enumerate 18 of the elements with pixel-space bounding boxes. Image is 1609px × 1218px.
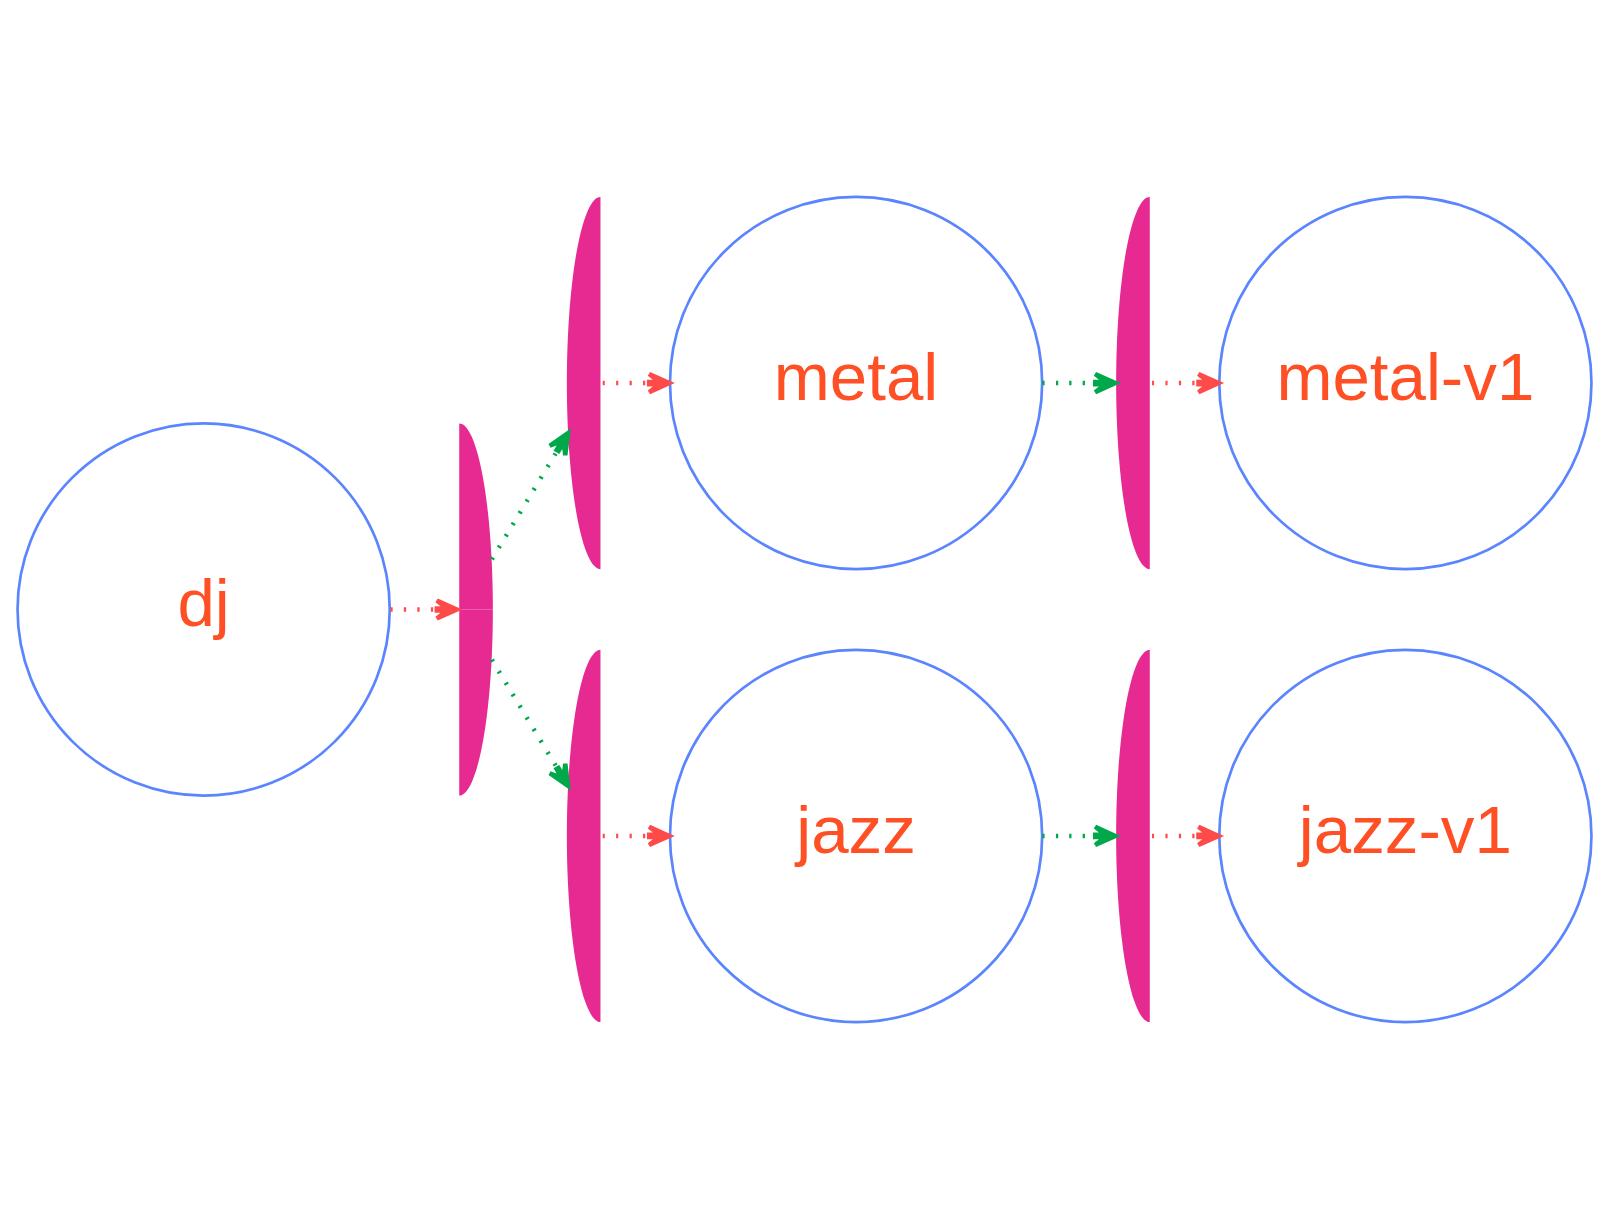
arrow [489,658,571,788]
arrow [1152,824,1221,847]
node-arc [566,649,601,1022]
node-circle: metal [668,195,1044,570]
node-circle: jazz-v1 [1217,648,1593,1023]
node-circle: metal-v1 [1217,195,1593,570]
arrow [489,430,571,560]
node-circle: jazz [668,648,1044,1023]
arrow [602,371,672,394]
arrow [1152,371,1221,394]
arrow [602,824,672,847]
node-arc [566,196,601,569]
arrow [1042,824,1118,847]
arrow [1042,371,1118,394]
node-arc [1116,649,1150,1022]
arrow [390,597,460,621]
node-arc [1116,196,1150,569]
node-circle: dj [16,421,392,797]
